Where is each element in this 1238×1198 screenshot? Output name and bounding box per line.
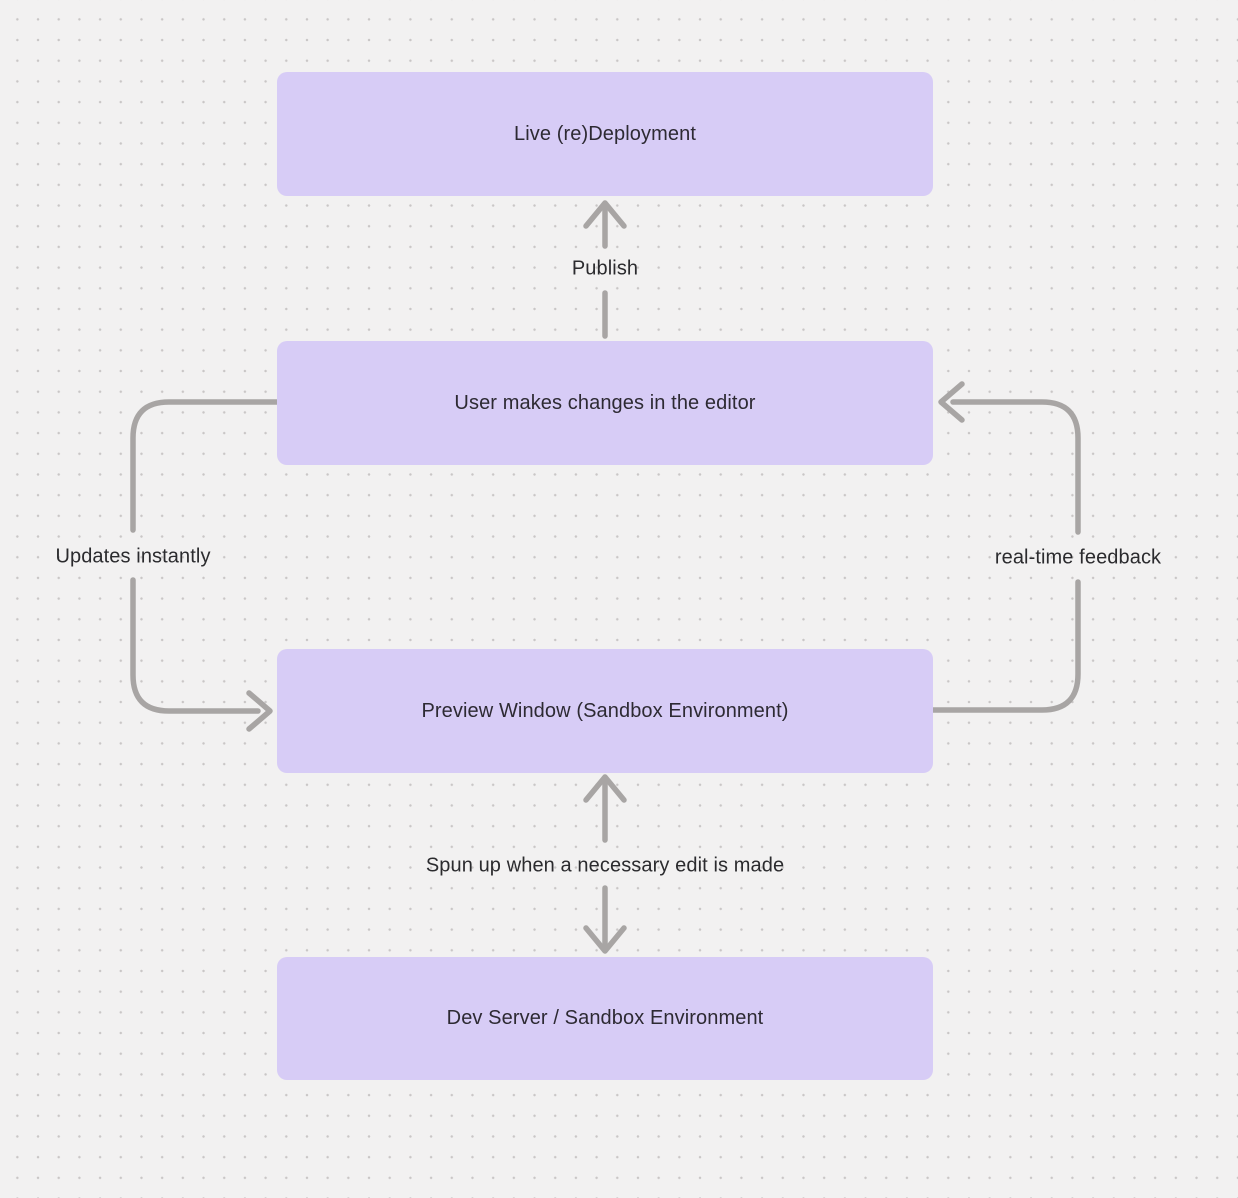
updates-line-lower — [130, 577, 261, 714]
node-live-redeployment[interactable]: Live (re)Deployment — [277, 72, 933, 196]
node-label: Preview Window (Sandbox Environment) — [421, 699, 789, 722]
feedback-line-upper — [950, 399, 1081, 535]
arrowhead-right-icon — [246, 690, 273, 732]
node-label: Dev Server / Sandbox Environment — [446, 1007, 764, 1029]
edge-updates-instantly-connector — [130, 399, 280, 732]
node-user-editor[interactable]: User makes changes in the editor — [277, 341, 933, 465]
feedback-line-lower — [930, 579, 1081, 713]
edge-label-updates-instantly: Updates instantly — [55, 545, 211, 568]
edge-realtime-feedback-connector — [930, 381, 1081, 713]
arrowhead-up-icon — [583, 200, 627, 229]
node-dev-server[interactable]: Dev Server / Sandbox Environment — [277, 957, 933, 1080]
edge-publish-connector — [583, 200, 627, 339]
edge-label-real-time-feedback: real-time feedback — [994, 546, 1162, 569]
updates-line-upper — [130, 399, 280, 533]
node-label: User makes changes in the editor — [454, 391, 756, 414]
edge-label-publish: Publish — [571, 257, 639, 280]
arrowhead-up-icon — [583, 774, 627, 803]
node-preview-window[interactable]: Preview Window (Sandbox Environment) — [277, 649, 933, 773]
node-label: Live (re)Deployment — [514, 122, 696, 145]
arrowhead-down-icon — [583, 925, 627, 954]
arrowhead-left-icon — [938, 381, 965, 423]
edge-label-spun-up: Spun up when a necessary edit is made — [425, 854, 785, 877]
edge-spun-up-connector — [583, 774, 627, 954]
